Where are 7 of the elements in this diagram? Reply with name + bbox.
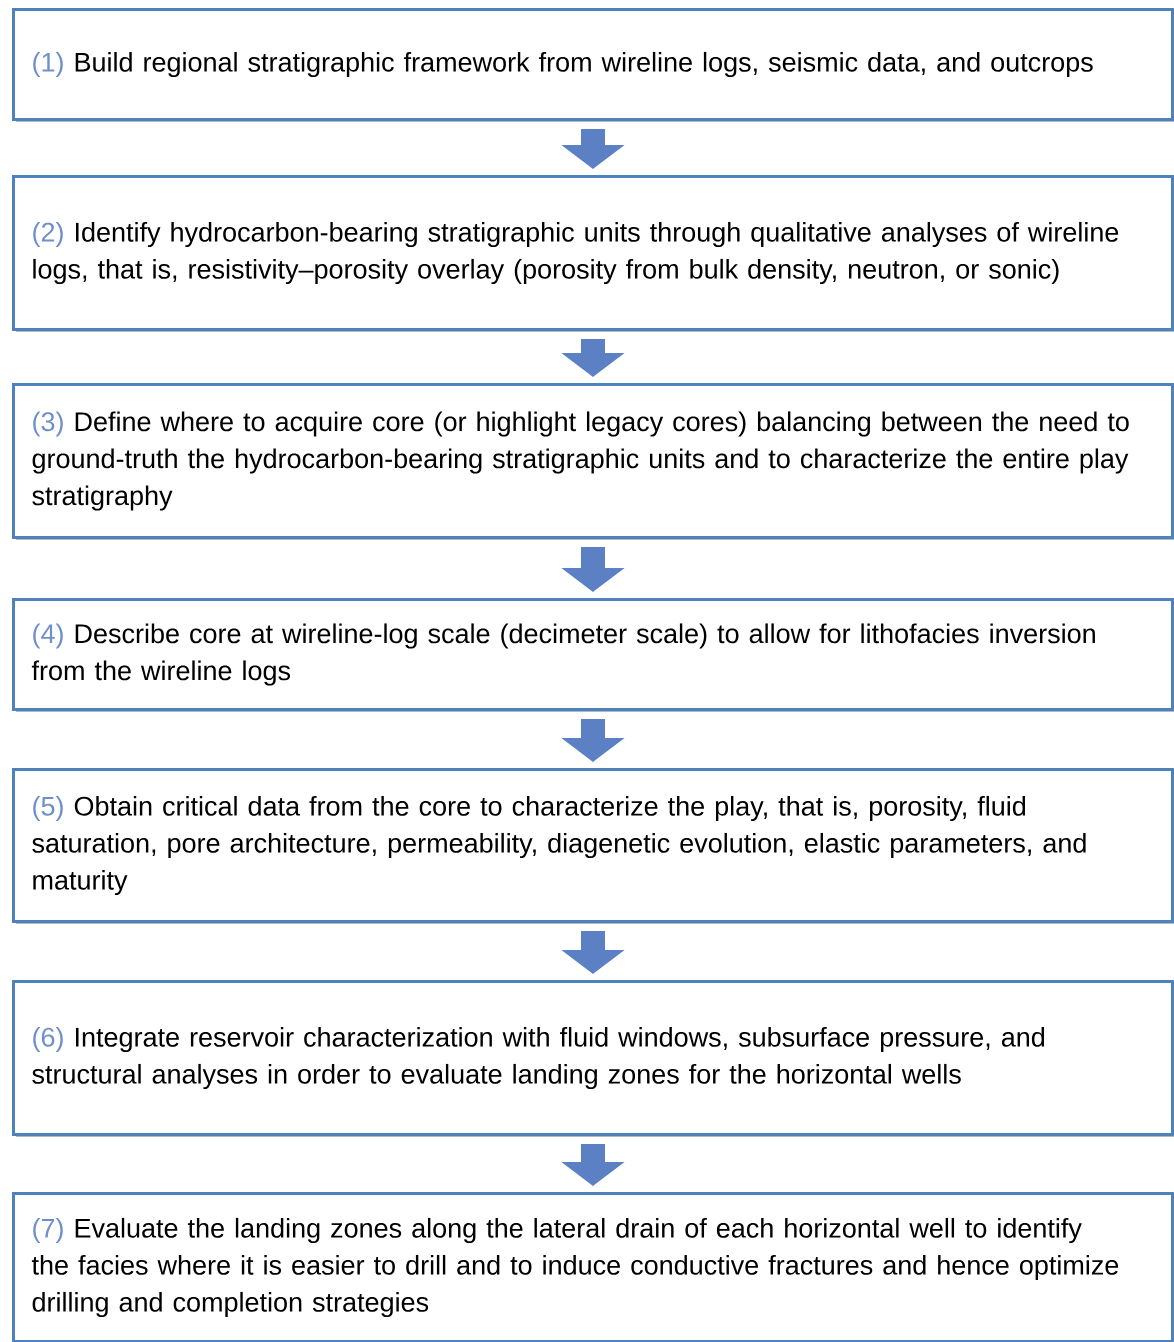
- step-box: (6) Integrate reservoir characterization with fluid windows, subsurface pressure, and structural analyses in order to evaluate landing zones for the horizontal wells: [12, 980, 1174, 1137]
- step-box: (1) Build regional stratigraphic framework from wireline logs, seismic data, and outcrops: [12, 8, 1174, 122]
- step-box: (5) Obtain critical data from the core to characterize the play, that is, porosity, fluid saturation, pore architecture, permeability, diagenetic evolution, elastic parameters, and maturity: [12, 768, 1174, 924]
- step-box: (2) Identify hydrocarbon-bearing stratigraphic units through qualitative analyses of wireline logs, that is, resistivity–porosity overlay (porosity from bulk density, neutron, or sonic): [12, 175, 1174, 332]
- step-box: (7) Evaluate the landing zones along the lateral drain of each horizontal well to identify the facies where it is easier to drill and to induce conductive fractures and hence optimize drilling and completion strategies: [12, 1192, 1174, 1342]
- step-box: (3) Define where to acquire core (or highlight legacy cores) balancing between the need to ground-truth the hydrocarbon-bearing stratigraphic units and to characterize the entire play stratigraphy: [12, 383, 1174, 540]
- step-box: (4) Describe core at wireline-log scale (decimeter scale) to allow for lithofacies inversion from the wireline logs: [12, 598, 1174, 712]
